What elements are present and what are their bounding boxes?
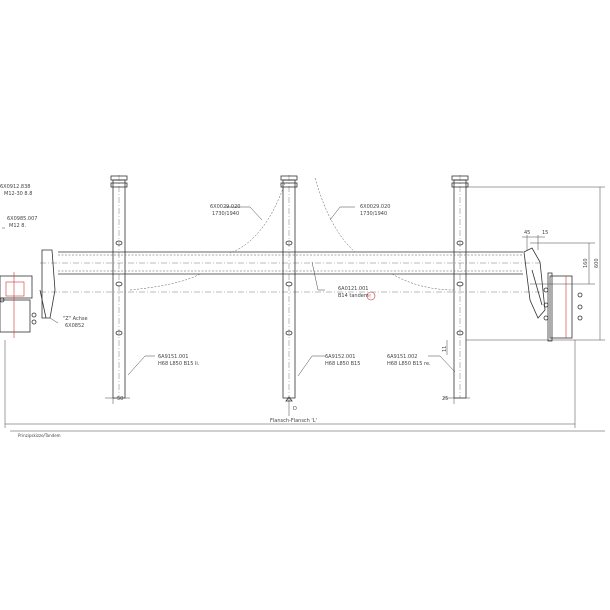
dim-600: 600 — [594, 258, 600, 268]
dim-15: 15 — [542, 230, 548, 236]
bolt2-code: 6X0985.007 — [7, 216, 37, 222]
spring-right-code: 6X0029.020 — [360, 204, 390, 210]
dim-45: 45 — [524, 230, 530, 236]
spring-arc-lower-left — [129, 273, 201, 291]
left-brake-hub — [0, 249, 56, 338]
post-right — [451, 175, 469, 399]
dim-160: 160 — [583, 258, 589, 268]
bolt1-spec: M12-30 8.8 — [4, 191, 32, 197]
spring-arc-right — [314, 177, 356, 253]
post-right-code: 6A9151.002 — [387, 354, 417, 360]
spring-arc-lower-right — [391, 273, 456, 291]
dimension-lines — [4, 186, 605, 432]
dim-50: 50 — [117, 396, 123, 402]
spring-arc-left — [229, 182, 286, 254]
post-mid-spec: H68 L850 B15 — [325, 361, 360, 367]
post-right-spec: H68 L850 B15 re. — [387, 361, 431, 367]
axle-code: 6X0852 — [65, 323, 84, 329]
right-brake-hub — [523, 247, 583, 342]
bolt2-spec: M12 8. — [9, 223, 26, 229]
dim-25: 25 — [442, 396, 448, 402]
leader-lines — [2, 206, 456, 377]
warning-circle — [366, 291, 376, 301]
axle-tube — [40, 251, 540, 293]
arrow-mark: D — [293, 406, 297, 412]
post-left-code: 6A9151.001 — [158, 354, 188, 360]
flange-dimension: Flansch-Flansch 'L' — [270, 418, 317, 424]
tube-spec: B14 tandem — [338, 293, 369, 299]
post-mid-code: 6A9152.001 — [325, 354, 355, 360]
spring-left-code: 6X0029.020 — [210, 204, 240, 210]
spring-left-spec: 1730/1940 — [212, 211, 239, 217]
axle-name: "Z" Achse — [63, 316, 88, 322]
post-left-spec: H68 L850 B15 li. — [158, 361, 200, 367]
tube-code: 6A0121.001 — [338, 286, 368, 292]
bolt1-code: 6X0912.838 — [0, 184, 30, 190]
dim-11: 11 — [442, 346, 448, 352]
warning-mark: ! — [369, 294, 371, 300]
spring-right-spec: 1730/1940 — [360, 211, 387, 217]
footer-caption: Prinzipskizze/Tandem — [18, 433, 61, 438]
